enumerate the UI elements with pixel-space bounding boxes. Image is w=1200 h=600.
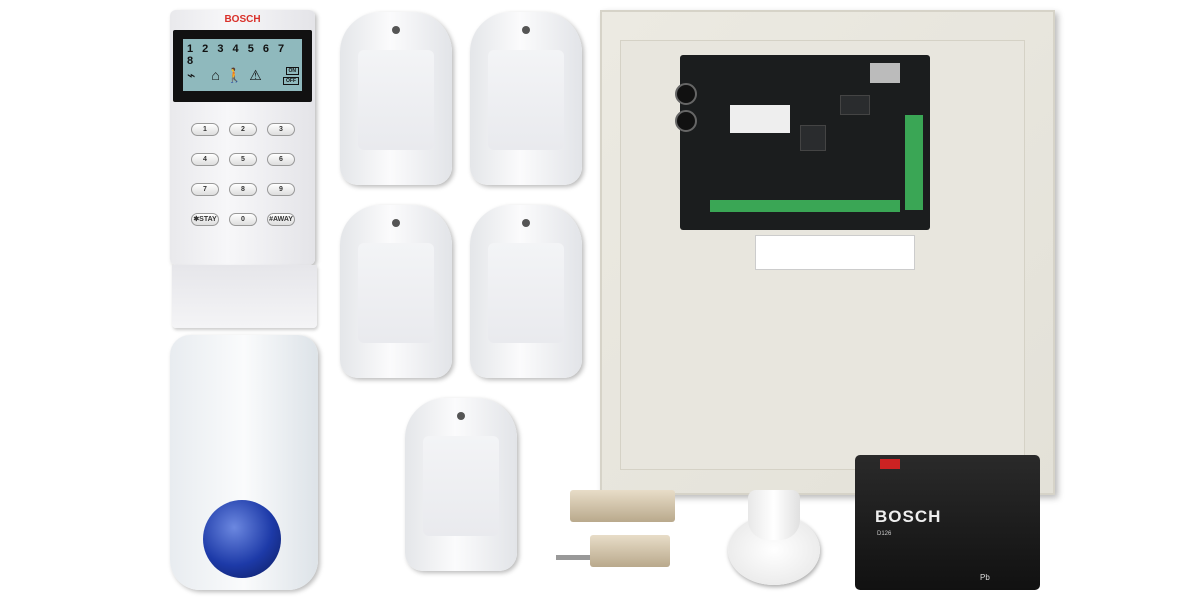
backup-battery: BOSCH D126 Pb [855,455,1040,590]
keypad-key[interactable]: 2 [229,123,257,136]
terminal-block [905,115,923,210]
strobe-lens [203,500,281,578]
control-board [675,55,930,230]
keypad-key[interactable]: 6 [267,153,295,166]
zone-digits: 1 2 3 4 5 6 7 8 [187,43,288,67]
reed-wire [556,555,592,560]
keypad-key[interactable]: 3 [267,123,295,136]
keypad-key[interactable]: 9 [267,183,295,196]
keypad-key[interactable]: 5 [229,153,257,166]
keypad-key[interactable]: 0 [229,213,257,226]
pir-detector [405,398,517,571]
battery-pb-label: Pb [980,573,990,582]
keypad-brand: BOSCH [224,14,261,25]
status-icons: ⌁ ⌂🚶⚠ [187,67,268,83]
pir-detector [340,205,452,378]
enclosure-slot [755,235,915,270]
off-indicator: OFF [283,77,299,85]
outdoor-siren [170,335,318,590]
keypad-display: 1 2 3 4 5 6 7 8 ⌁ ⌂🚶⚠ ON OFF [173,30,312,102]
keypad-key[interactable]: 7 [191,183,219,196]
board-label [730,105,790,133]
pir-detector [340,12,452,185]
network-port [870,63,900,83]
keypad-key[interactable]: 4 [191,153,219,166]
terminal-block [710,200,900,212]
pir-detector [470,205,582,378]
on-indicator: ON [285,67,299,75]
battery-model: D126 [877,531,892,537]
reed-magnet [590,535,670,567]
battery-brand: BOSCH [875,507,942,526]
keypad-key[interactable]: 1 [191,123,219,136]
battery-terminal [880,459,900,469]
keypad-flap [172,265,317,328]
keypad-key[interactable]: #AWAY [267,213,295,226]
keypad-key[interactable]: 8 [229,183,257,196]
keypad-key[interactable]: ✱STAY [191,213,219,226]
reed-switch [570,490,675,522]
pir-detector [470,12,582,185]
